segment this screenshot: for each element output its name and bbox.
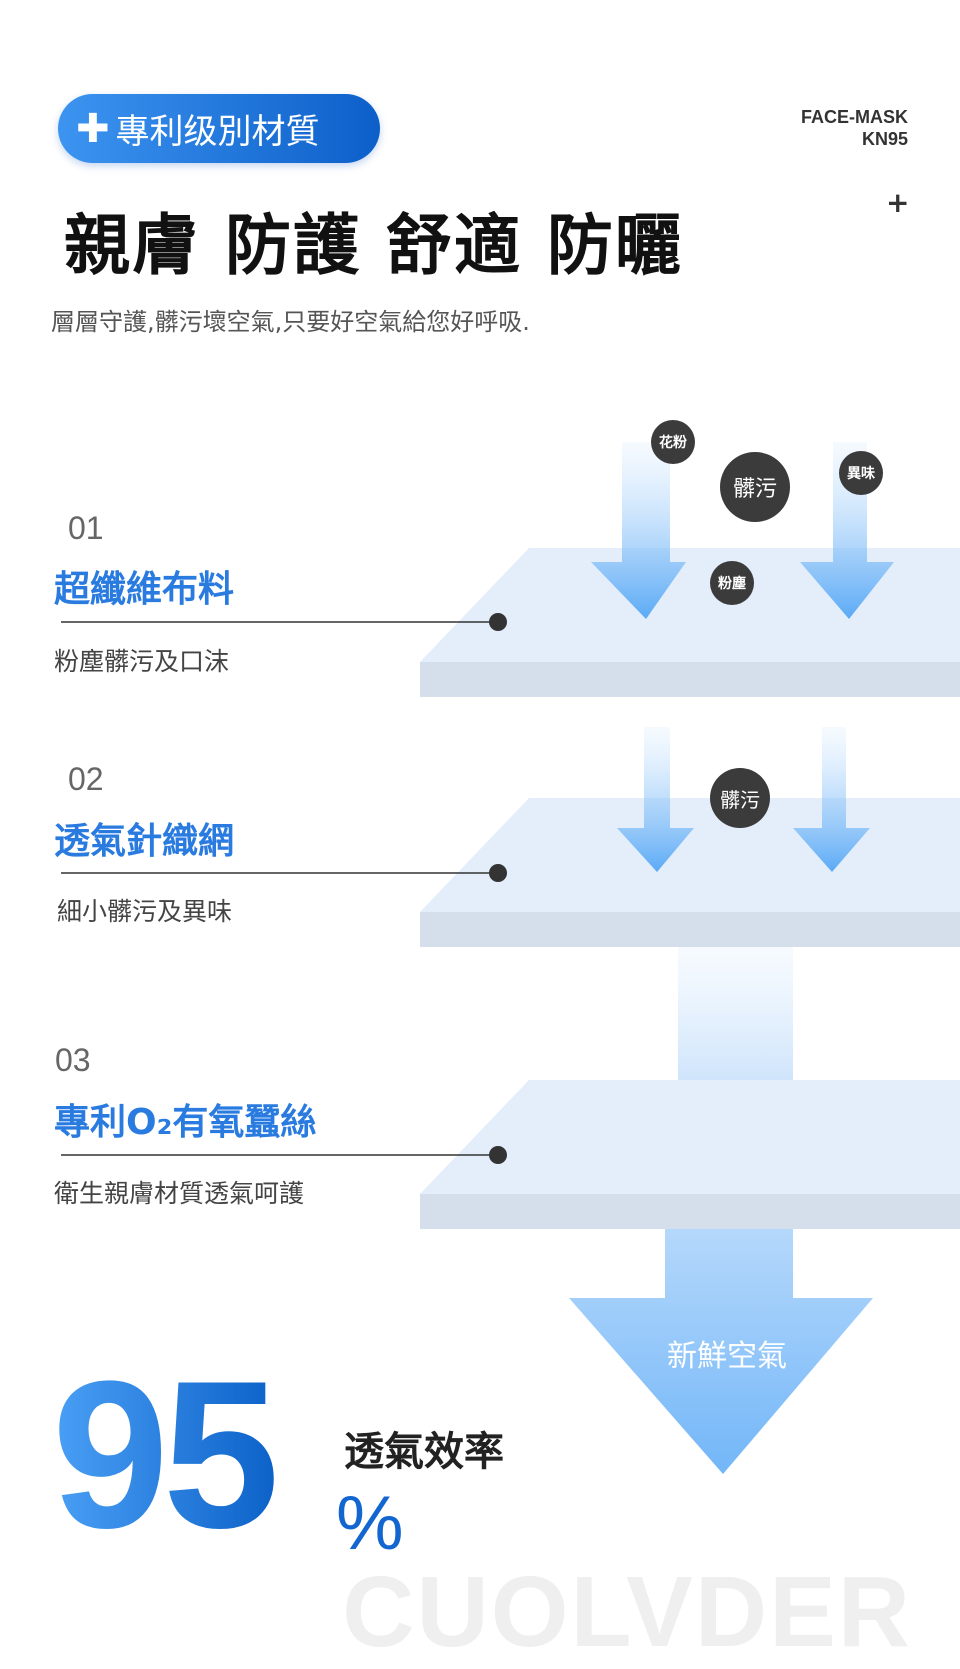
efficiency-value: 95 xyxy=(52,1337,280,1572)
leader-line-1 xyxy=(61,613,507,631)
arrow-down-icon xyxy=(617,727,694,872)
leader-line-3 xyxy=(61,1146,507,1164)
brand-watermark: CUOLVDER xyxy=(342,1556,912,1668)
layer-title-2: 透氣針織網 xyxy=(54,821,235,862)
arrow-down-icon xyxy=(591,442,686,619)
brand-line1: FACE-MASK xyxy=(801,107,908,127)
particle-pollen: 花粉 xyxy=(651,420,695,464)
layer-title-1: 超纖維布料 xyxy=(54,569,235,610)
fresh-air-arrow-icon xyxy=(569,1229,873,1474)
particle-dirt: 髒污 xyxy=(720,452,790,522)
plus-icon: + xyxy=(886,186,910,219)
leader-line-2 xyxy=(61,864,507,882)
arrow-down-icon xyxy=(793,727,870,872)
subtitle: 層層守護,髒污壞空氣,只要好空氣給您好呼吸. xyxy=(51,308,530,336)
headline: 親膚 防護 舒適 防曬 xyxy=(64,207,683,284)
badge-label: 專利级別材質 xyxy=(115,112,320,152)
layer-desc-3: 衛生親膚材質透氣呵護 xyxy=(54,1179,305,1208)
particle-odor: 異味 xyxy=(839,451,883,495)
particle-dirt-2: 髒污 xyxy=(710,768,770,828)
layer-title-3: 專利O₂有氧蠶絲 xyxy=(54,1102,317,1143)
layer-number-3: 03 xyxy=(55,1042,91,1078)
layer-desc-1: 粉塵髒污及口沫 xyxy=(54,647,230,676)
airflow-column xyxy=(678,947,793,1080)
layer-number-1: 01 xyxy=(68,510,104,546)
efficiency-label: 透氣效率 xyxy=(344,1429,504,1475)
arrow-down-icon xyxy=(800,442,894,619)
efficiency-unit: % xyxy=(336,1481,404,1566)
fresh-air-label: 新鮮空氣 xyxy=(667,1339,787,1374)
patent-material-badge: ✚ 專利级別材質 xyxy=(58,94,380,163)
layer-number-2: 02 xyxy=(68,761,104,797)
brand-line2: KN95 xyxy=(861,129,908,149)
layer-desc-2: 細小髒污及異味 xyxy=(57,897,233,926)
brand-label: FACE-MASK KN95 xyxy=(801,106,908,150)
plus-icon: ✚ xyxy=(76,105,110,152)
layer-slab-3 xyxy=(420,1080,960,1229)
particle-dust: 粉塵 xyxy=(710,561,754,605)
